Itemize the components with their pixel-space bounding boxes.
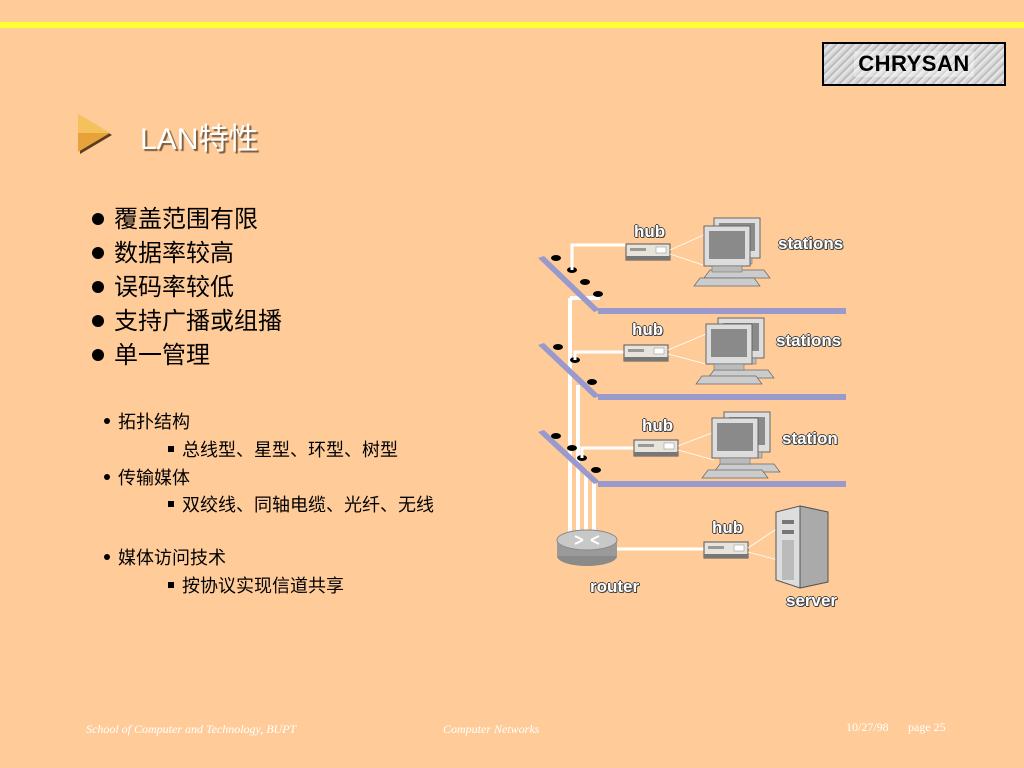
hub-label: hub bbox=[712, 518, 744, 537]
trunk-lines bbox=[568, 296, 600, 545]
title-arrow-icon bbox=[78, 114, 112, 154]
page-title: LAN特性 bbox=[140, 123, 259, 156]
bullet-dot-icon bbox=[104, 474, 110, 480]
footer-course: Computer Networks bbox=[443, 722, 540, 736]
sub-detail-access: 按协议实现信道共享 bbox=[168, 572, 344, 598]
sub-item-topology: 拓扑结构 bbox=[104, 408, 190, 434]
stations-label: stations bbox=[778, 234, 844, 253]
list-item: 覆盖范围有限 bbox=[88, 202, 282, 236]
hub-icon bbox=[633, 439, 679, 457]
station-label: station bbox=[782, 429, 838, 448]
lan-topology-diagram bbox=[538, 217, 846, 589]
hub-icon bbox=[623, 344, 669, 362]
bullet-dot-icon bbox=[92, 349, 104, 361]
hub-label: hub bbox=[634, 222, 666, 241]
station-links bbox=[667, 233, 779, 561]
bus-taps bbox=[551, 255, 603, 473]
hub-label: hub bbox=[642, 416, 674, 435]
sub-item-access: 媒体访问技术 bbox=[104, 544, 226, 570]
hub-icon bbox=[703, 541, 749, 559]
footer-page: page 25 bbox=[908, 720, 946, 734]
list-item: 数据率较高 bbox=[88, 236, 282, 270]
computer-icon bbox=[701, 411, 781, 479]
sub-item-media: 传输媒体 bbox=[104, 464, 190, 490]
sub-detail-media: 双绞线、同轴电缆、光纤、无线 bbox=[168, 491, 434, 517]
top-accent-line bbox=[0, 22, 1024, 28]
bullet-dot-icon bbox=[92, 315, 104, 327]
list-item: 误码率较低 bbox=[88, 270, 282, 304]
main-bullet-list: 覆盖范围有限 数据率较高 误码率较低 支持广播或组播 单一管理 bbox=[88, 202, 282, 372]
bus-segments bbox=[538, 256, 846, 487]
bullet-dot-icon bbox=[92, 247, 104, 259]
stations-label: stations bbox=[776, 331, 842, 350]
bullet-dot-icon bbox=[92, 281, 104, 293]
router-label: router bbox=[590, 577, 640, 596]
footer-date: 10/27/98 bbox=[846, 720, 889, 734]
bullet-dot-icon bbox=[104, 554, 110, 560]
footer-school: School of Computer and Technology, BUPT bbox=[86, 722, 297, 736]
hub-links bbox=[570, 243, 706, 551]
bullet-square-icon bbox=[168, 501, 174, 507]
list-item: 支持广播或组播 bbox=[88, 304, 282, 338]
logo-text: CHRYSAN bbox=[854, 51, 974, 77]
bullet-dot-icon bbox=[104, 418, 110, 424]
bullet-square-icon bbox=[168, 582, 174, 588]
computer-icon bbox=[693, 217, 771, 287]
router-icon bbox=[556, 529, 618, 566]
list-item: 单一管理 bbox=[88, 338, 282, 372]
bullet-dot-icon bbox=[92, 213, 104, 225]
sub-detail-topology: 总线型、星型、环型、树型 bbox=[168, 436, 398, 462]
hub-icon bbox=[625, 243, 671, 261]
server-label: server bbox=[786, 591, 838, 610]
server-icon bbox=[775, 505, 829, 589]
hub-label: hub bbox=[632, 320, 664, 339]
chrysan-logo: CHRYSAN bbox=[822, 42, 1006, 86]
bullet-square-icon bbox=[168, 446, 174, 452]
computer-icon bbox=[695, 317, 775, 385]
